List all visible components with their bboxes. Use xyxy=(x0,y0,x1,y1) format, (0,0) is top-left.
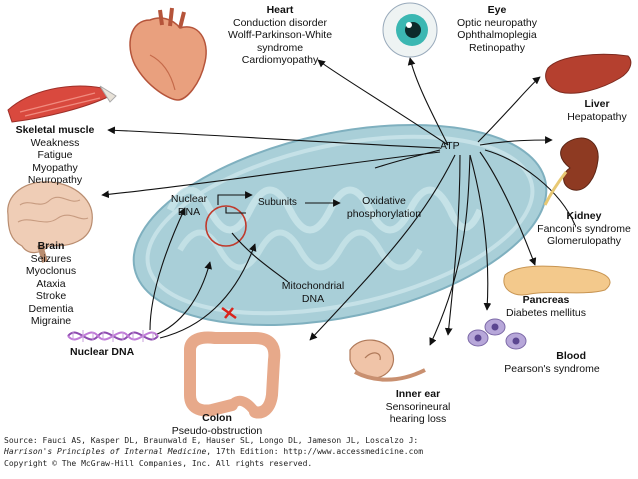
nuclear-dna-inner-line-1: Nuclear xyxy=(170,193,208,205)
source-edition: , 17th Edition: http://www.accessmedicin… xyxy=(206,446,424,456)
mitochondrial-dna-ring xyxy=(205,205,247,247)
brain-title: Brain xyxy=(37,240,65,252)
source-line-1: Source: Fauci AS, Kasper DL, Braunwald E… xyxy=(4,436,419,445)
inner-arrows xyxy=(217,191,341,283)
inner-ear-line-1: Sensorineural xyxy=(385,400,451,413)
pancreas-line-1: Diabetes mellitus xyxy=(506,306,586,319)
inner-ear-label: Inner ear Sensorineural hearing loss xyxy=(380,388,456,426)
eye-icon xyxy=(382,2,438,58)
muscle-icon xyxy=(7,85,117,123)
heart-line-1: Conduction disorder xyxy=(233,16,327,29)
blood-line-1: Pearson's syndrome xyxy=(504,362,600,375)
inner-ear-icon xyxy=(349,339,426,382)
mito-dna-line-1: Mitochondrial xyxy=(281,280,345,292)
colon-title: Colon xyxy=(202,412,232,424)
colon-line-1: Pseudo-obstruction xyxy=(171,424,263,437)
brain-line-1: Seizures xyxy=(30,252,72,265)
brain-line-4: Stroke xyxy=(35,290,67,302)
brain-line-6: Migraine xyxy=(30,315,72,327)
nuclear-dna-inner-label: Nuclear DNA xyxy=(168,193,210,218)
brain-icon xyxy=(7,181,93,263)
brain-label: Brain Seizures Myoclonus Ataxia Stroke D… xyxy=(14,240,88,328)
copyright-line: Copyright © The McGraw-Hill Companies, I… xyxy=(4,459,313,468)
brain-line-2: Myoclonus xyxy=(25,265,77,277)
brain-line-3: Ataxia xyxy=(36,277,66,290)
oxphos-label: Oxidative phosphorylation xyxy=(334,195,434,220)
subunits-label: Subunits xyxy=(258,197,297,208)
mitochondrion xyxy=(132,123,548,327)
mito-dna-label: Mitochondrial DNA xyxy=(276,280,350,305)
kidney-title: Kidney xyxy=(566,210,602,222)
skeletal-muscle-line-4: Neuropathy xyxy=(27,174,83,186)
colon-label: Colon Pseudo-obstruction xyxy=(162,412,272,437)
kidney-label: Kidney Fanconi's syndrome Glomerulopathy xyxy=(532,210,636,248)
heart-label: Heart Conduction disorder Wolff-Parkinso… xyxy=(205,4,355,67)
skeletal-muscle-line-3: Myopathy xyxy=(32,161,78,174)
inner-ear-line-2: hearing loss xyxy=(389,413,447,425)
eye-line-3: Retinopathy xyxy=(468,41,526,54)
eye-title: Eye xyxy=(487,4,507,16)
liver-label: Liver Hepatopathy xyxy=(560,98,634,123)
heart-line-3: syndrome xyxy=(256,41,304,54)
blood-cells-icon xyxy=(467,318,527,350)
kidney-icon xyxy=(543,137,599,206)
kidney-line-2: Glomerulopathy xyxy=(546,235,622,247)
heart-icon xyxy=(129,7,207,101)
heart-title: Heart xyxy=(266,4,294,16)
inner-ear-title: Inner ear xyxy=(395,388,441,400)
liver-title: Liver xyxy=(584,98,610,110)
pancreas-title: Pancreas xyxy=(522,294,570,306)
eye-label: Eye Optic neuropathy Ophthalmoplegia Ret… xyxy=(442,4,552,54)
eye-line-2: Ophthalmoplegia xyxy=(457,29,537,41)
blood-label: Blood Pearson's syndrome xyxy=(484,350,620,375)
dna-helix-icon xyxy=(67,330,159,342)
heart-line-4: Cardiomyopathy xyxy=(241,54,319,66)
pancreas-label: Pancreas Diabetes mellitus xyxy=(500,294,592,319)
skeletal-muscle-label: Skeletal muscle Weakness Fatigue Myopath… xyxy=(2,124,108,187)
nuclear-dna-inner-line-2: DNA xyxy=(177,205,201,218)
liver-icon xyxy=(545,53,632,94)
skeletal-muscle-line-1: Weakness xyxy=(30,136,80,149)
colon-icon xyxy=(184,331,281,419)
source-citation: Source: Fauci AS, Kasper DL, Braunwald E… xyxy=(4,436,423,470)
nuclear-dna-arrows xyxy=(149,207,257,339)
mito-dna-line-2: DNA xyxy=(301,292,325,305)
skeletal-muscle-line-2: Fatigue xyxy=(37,149,73,161)
blood-title: Blood xyxy=(556,350,586,362)
liver-line-1: Hepatopathy xyxy=(567,110,627,123)
heart-line-2: Wolff-Parkinson-White xyxy=(227,29,333,41)
oxphos-line-1: Oxidative xyxy=(362,195,406,207)
brain-line-5: Dementia xyxy=(28,302,74,315)
atp-label: ATP xyxy=(440,140,460,152)
kidney-line-1: Fanconi's syndrome xyxy=(537,222,631,235)
pancreas-icon xyxy=(503,265,611,296)
source-line-2: Harrison's Principles of Internal Medici… xyxy=(4,447,423,458)
skeletal-muscle-title: Skeletal muscle xyxy=(15,124,95,136)
eye-line-1: Optic neuropathy xyxy=(457,16,537,29)
inhibit-mark xyxy=(221,306,237,320)
nuclear-dna-outer-label: Nuclear DNA xyxy=(70,346,135,358)
oxphos-line-2: phosphorylation xyxy=(346,207,422,220)
atp-arrows xyxy=(101,57,576,346)
source-book-title: Harrison's Principles of Internal Medici… xyxy=(4,446,207,456)
